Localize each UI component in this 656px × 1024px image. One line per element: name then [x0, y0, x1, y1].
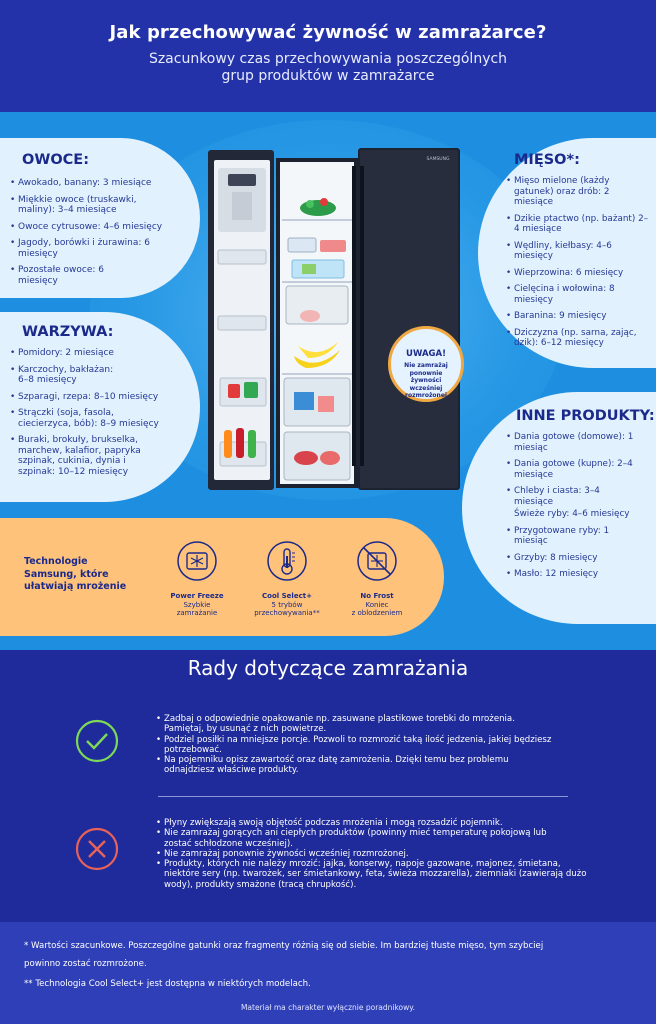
footnote-2: ** Technologia Cool Select+ jest dostępn…	[24, 979, 311, 989]
list-item: Dania gotowe (domowe): 1 miesiąc	[506, 432, 652, 453]
list-item: Produkty, których nie należy mrozić: jaj…	[156, 859, 596, 890]
list-item: Dania gotowe (kupne): 2–4 miesiące	[506, 459, 652, 480]
list-item: Karczochy, bakłażan: 6–8 miesięcy	[10, 365, 190, 386]
tech-cool-select: Cool Select+ 5 trybów przechowywania**	[248, 540, 326, 618]
thermometer-icon	[267, 541, 307, 581]
list-item: Dziczyzna (np. sarna, zając, dzik): 6–12…	[506, 328, 652, 349]
technology-panel	[0, 518, 444, 636]
list-item: Grzyby: 8 miesięcy	[506, 553, 652, 564]
list-item: Dzikie ptactwo (np. bażant) 2–4 miesiące	[506, 214, 652, 235]
tech-name: No Frost	[360, 592, 394, 600]
footer	[0, 922, 656, 1024]
warning-title: UWAGA!	[406, 349, 446, 359]
list-item: Owoce cytrusowe: 4–6 miesięcy	[10, 222, 186, 233]
subtitle-line-1: Szacunkowy czas przechowywania poszczegó…	[148, 51, 508, 67]
list-item: Przygotowane ryby: 1 miesiąc	[506, 526, 652, 547]
no-frost-icon	[357, 541, 397, 581]
snowflake-icon	[177, 541, 217, 581]
footnote-1: * Wartości szacunkowe. Poszczególne gatu…	[24, 941, 544, 969]
list-item: Strączki (soja, fasola, ciecierzyca, bób…	[10, 408, 190, 429]
list-item: Masło: 12 miesięcy	[506, 569, 652, 580]
list-item: Zadbaj o odpowiednie opakowanie np. zasu…	[156, 714, 556, 735]
warning-text: Nie zamrażaj ponownie żywności wcześniej…	[404, 362, 448, 399]
list-item: Pomidory: 2 miesiące	[10, 348, 190, 359]
page-subtitle: Szacunkowy czas przechowywania poszczegó…	[0, 51, 656, 85]
warning-badge: UWAGA! Nie zamrażaj ponownie żywności wc…	[388, 326, 464, 402]
check-icon	[75, 719, 119, 763]
list-item: Baranina: 9 miesięcy	[506, 311, 652, 322]
mieso-list: Mięso mielone (każdy gatunek) oraz drób:…	[506, 176, 652, 355]
warzywa-list: Pomidory: 2 miesiące Karczochy, bakłażan…	[10, 348, 190, 483]
fridge-brand: SAMSUNG	[427, 156, 450, 162]
mieso-title: MIĘSO*:	[514, 152, 580, 168]
list-item: Jagody, borówki i żurawina: 6 miesięcy	[10, 238, 186, 259]
owoce-list: Awokado, banany: 3 miesiące Miękkie owoc…	[10, 178, 186, 292]
technology-label: Technologie Samsung, które ułatwiają mro…	[24, 556, 127, 592]
subtitle-line-2: grup produktów w zamrażarce	[221, 68, 435, 84]
tech-power-freeze: Power Freeze Szybkie zamrażanie	[158, 540, 236, 618]
tips-do-list: Zadbaj o odpowiednie opakowanie np. zasu…	[156, 714, 556, 776]
list-item: Chleby i ciasta: 3–4 miesiące	[506, 486, 652, 507]
list-item: Buraki, brokuły, brukselka, marchew, kal…	[10, 435, 190, 477]
tips-title: Rady dotyczące zamrażania	[187, 656, 469, 680]
fridge-illustration: SAMSUNG	[208, 148, 460, 490]
list-item: Awokado, banany: 3 miesiące	[10, 178, 186, 189]
cross-icon	[75, 827, 119, 871]
list-item: Wieprzowina: 6 miesięcy	[506, 268, 652, 279]
inne-panel	[462, 392, 656, 624]
list-item: Podziel posiłki na mniejsze porcje. Pozw…	[156, 735, 556, 756]
owoce-title: OWOCE:	[22, 152, 89, 168]
tips-separator	[158, 796, 568, 797]
inne-title: INNE PRODUKTY:	[516, 408, 655, 424]
list-item: Mięso mielone (każdy gatunek) oraz drób:…	[506, 176, 652, 208]
tech-no-frost: No Frost Koniec z oblodzeniem	[338, 540, 416, 618]
list-item: Miękkie owoce (truskawki, maliny): 3–4 m…	[10, 195, 186, 216]
header: Jak przechowywać żywność w zamrażarce? S…	[0, 0, 656, 112]
list-item: Cielęcina i wołowina: 8 miesięcy	[506, 284, 652, 305]
list-item: Pozostałe owoce: 6 miesięcy	[10, 265, 186, 286]
list-item: Płyny zwiększają swoją objętość podczas …	[156, 818, 596, 829]
inne-list: Dania gotowe (domowe): 1 miesiąc Dania g…	[506, 432, 652, 586]
tips-dont-list: Płyny zwiększają swoją objętość podczas …	[156, 818, 596, 890]
list-item: Wędliny, kiełbasy: 4–6 miesięcy	[506, 241, 652, 262]
page-title: Jak przechowywać żywność w zamrażarce?	[109, 22, 547, 43]
list-item: Szparagi, rzepa: 8–10 miesięcy	[10, 392, 190, 403]
tech-name: Cool Select+	[262, 592, 312, 600]
list-item: Nie zamrażaj gorących ani ciepłych produ…	[156, 828, 596, 849]
list-item: Na pojemniku opisz zawartość oraz datę z…	[156, 755, 556, 776]
warzywa-title: WARZYWA:	[22, 324, 114, 340]
disclaimer: Materiał ma charakter wyłącznie poradnik…	[240, 1003, 416, 1012]
list-item: Nie zamrażaj ponownie żywności wcześniej…	[156, 849, 596, 860]
list-item: Świeże ryby: 4–6 miesięcy	[514, 509, 630, 519]
tech-name: Power Freeze	[170, 592, 224, 600]
